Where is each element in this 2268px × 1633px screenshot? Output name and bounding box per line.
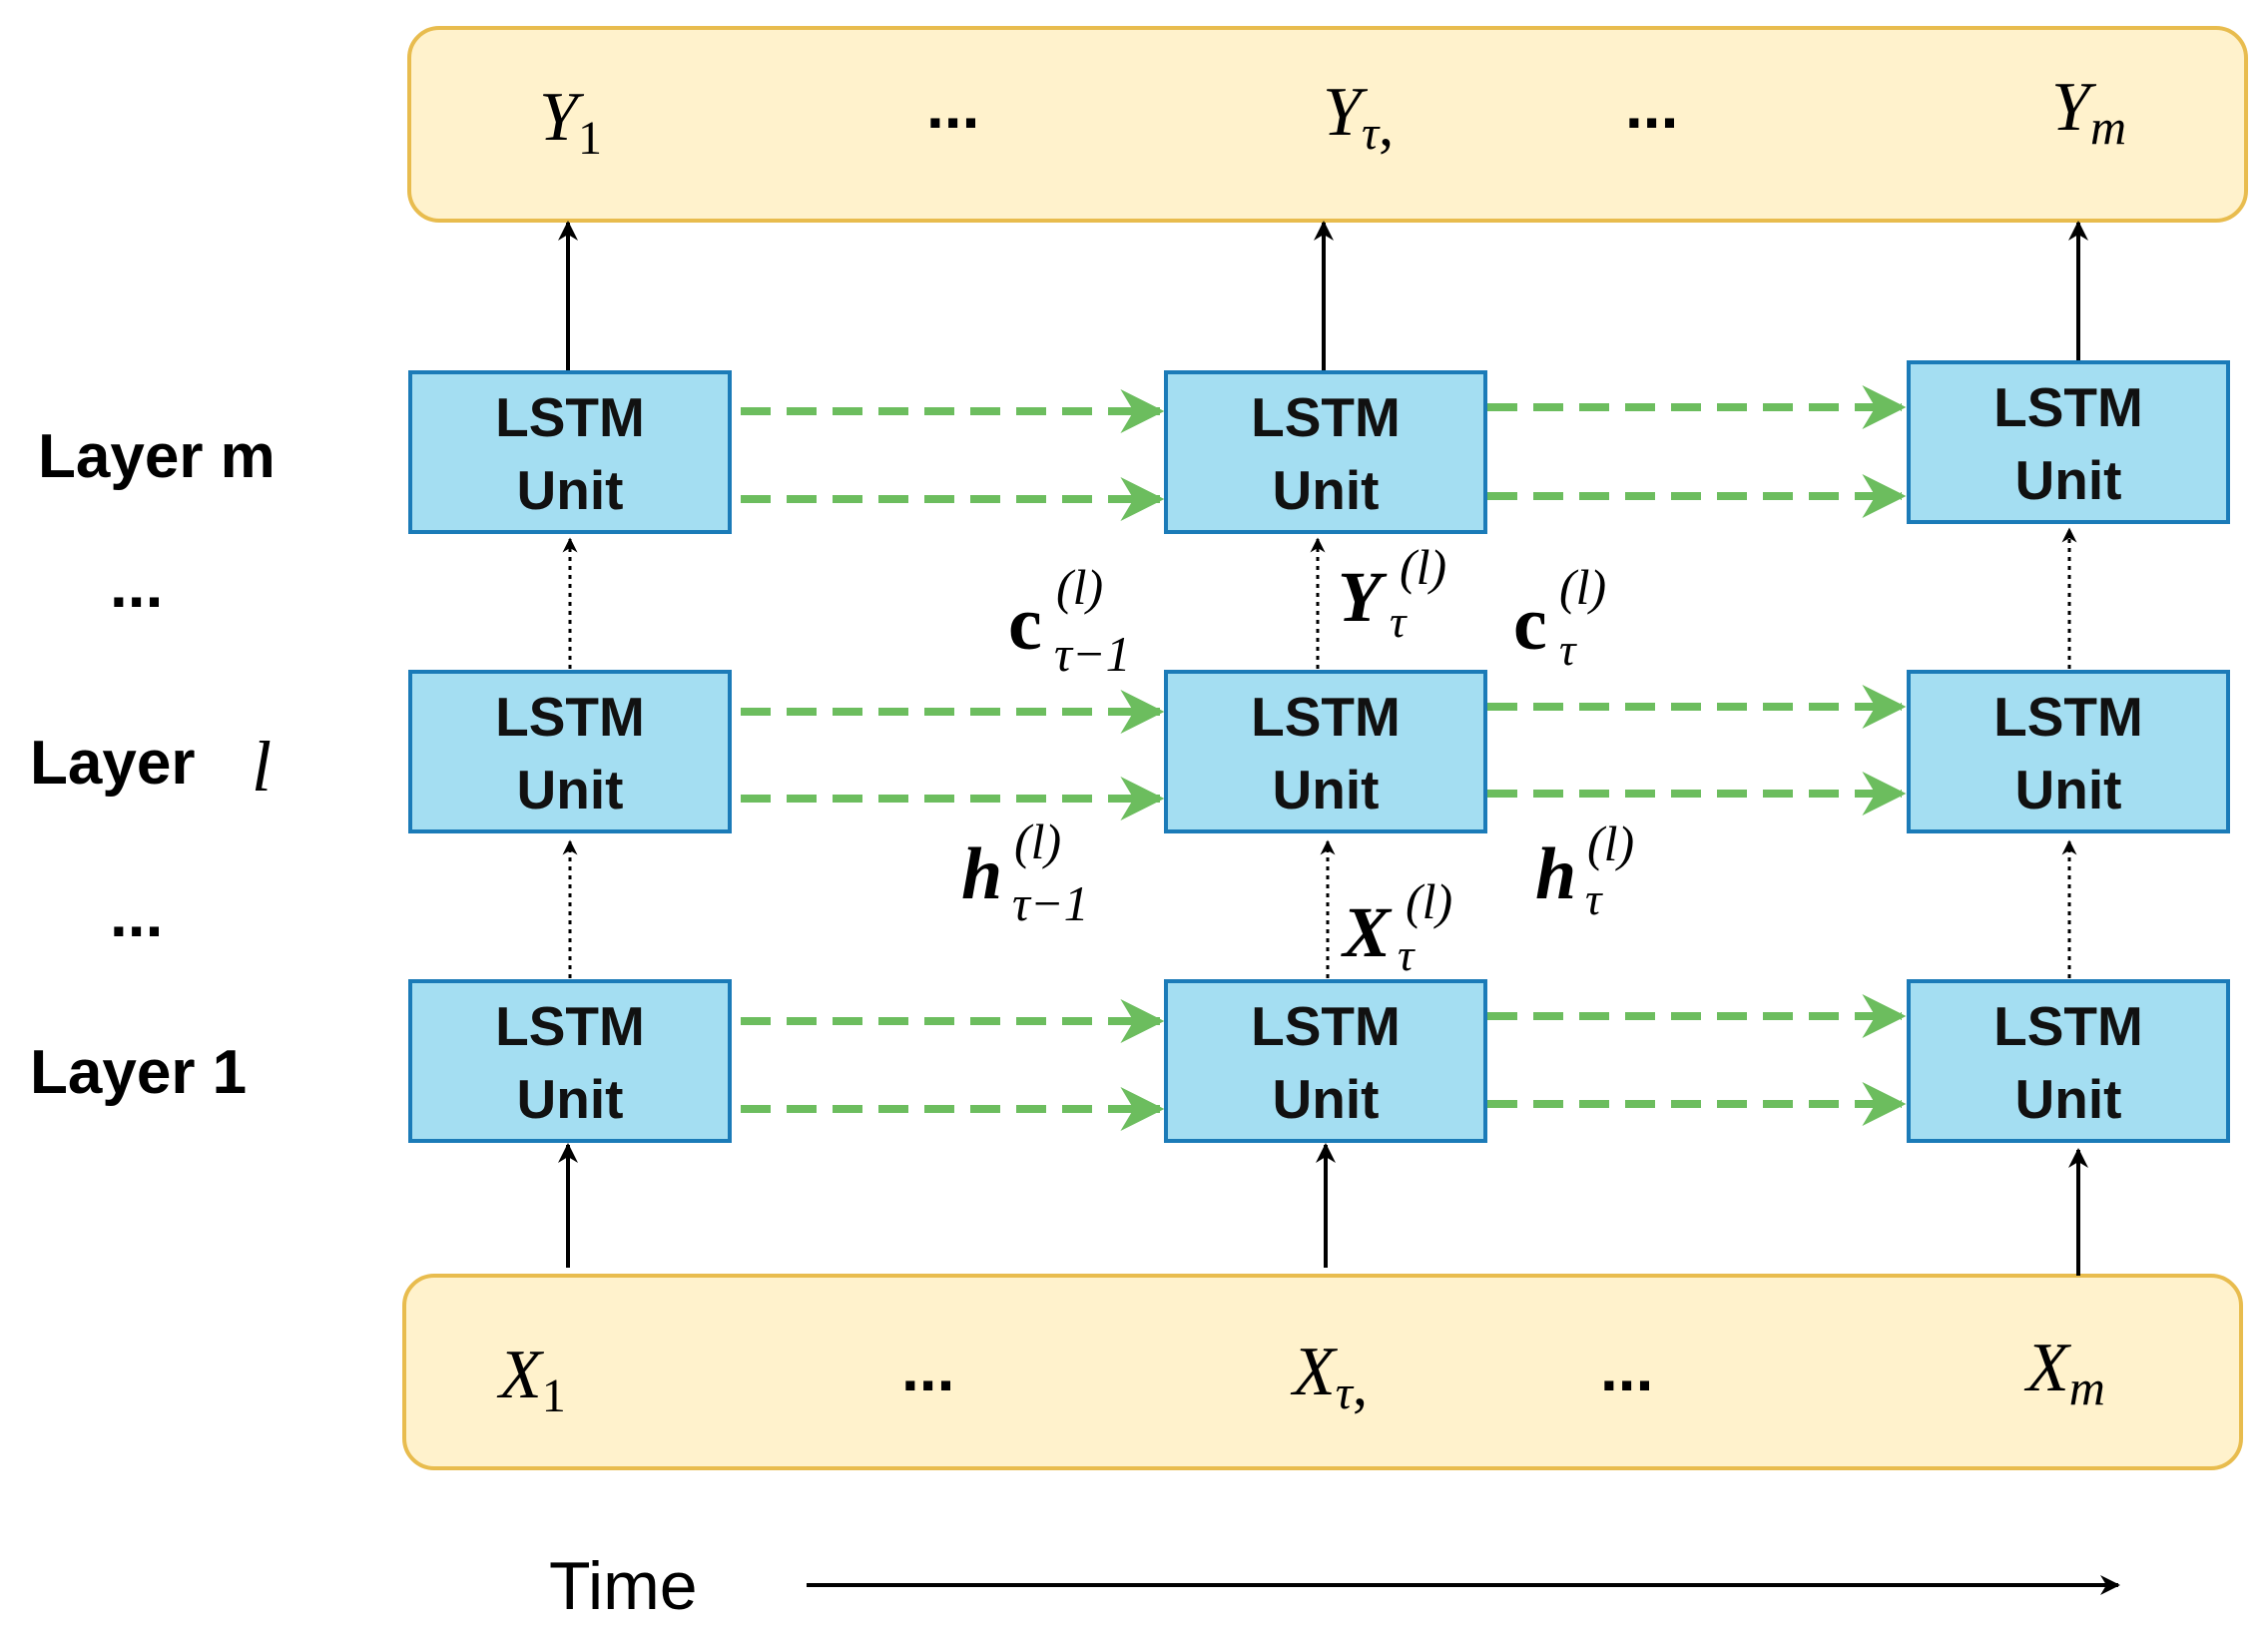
svg-text:LSTM: LSTM [1251, 386, 1401, 448]
svg-text:(l): (l) [1056, 559, 1103, 615]
svg-text:τ−1: τ−1 [1012, 875, 1089, 931]
svg-text:LSTM: LSTM [1251, 995, 1401, 1057]
lstm-units: LSTM Unit LSTM Unit LSTM Unit LSTM Unit … [408, 360, 2230, 1143]
cell-state-curr-label: c (l) τ [1513, 559, 1606, 675]
svg-text:LSTM: LSTM [1251, 686, 1401, 748]
layer-label-1: Layer 1 [30, 1038, 247, 1107]
svg-text:τ: τ [1585, 873, 1603, 924]
layer-symbol-l: l [252, 727, 272, 807]
input-label-1: X1 [496, 1337, 566, 1422]
layer-ellipsis-upper: ... [110, 549, 163, 621]
layer-output-label: Y (l) τ [1338, 539, 1446, 647]
layer-label-m: Layer m [38, 422, 276, 491]
output-labels: Y1 ... Yτ, ... Ym [539, 69, 2126, 165]
lstm-unit: LSTM Unit [1164, 670, 1487, 833]
svg-text:h: h [961, 833, 1002, 915]
svg-text:h: h [1535, 833, 1576, 915]
svg-text:Unit: Unit [517, 1068, 624, 1130]
layer-labels: Layer m ... Layer l ... Layer 1 [30, 422, 276, 1107]
svg-text:LSTM: LSTM [1993, 376, 2143, 438]
input-band [402, 1274, 2243, 1470]
svg-text:LSTM: LSTM [495, 386, 645, 448]
svg-text:τ−1: τ−1 [1054, 626, 1131, 682]
lstm-unit: LSTM Unit [1907, 360, 2230, 524]
svg-text:X: X [1341, 892, 1393, 972]
lstm-unit: LSTM Unit [1907, 670, 2230, 833]
output-label-1: Y1 [539, 79, 602, 165]
svg-text:c: c [1008, 582, 1042, 666]
recurrent-connections [741, 385, 1907, 1131]
output-label-m: Ym [2051, 69, 2126, 155]
cell-state-prev-label: c (l) τ−1 [1008, 559, 1131, 682]
input-ellipsis-2: ... [1600, 1333, 1653, 1404]
hidden-state-curr-label: h (l) τ [1535, 816, 1634, 924]
output-ellipsis-1: ... [926, 70, 979, 142]
svg-text:τ: τ [1398, 929, 1416, 980]
layer-input-label: X (l) τ [1341, 873, 1452, 980]
output-ellipsis-2: ... [1625, 70, 1678, 142]
input-ellipsis-1: ... [901, 1333, 954, 1404]
vertical-connections [558, 221, 2088, 1276]
svg-text:Unit: Unit [1273, 1068, 1380, 1130]
layer-label-l: Layer [30, 729, 195, 798]
time-label: Time [549, 1548, 698, 1624]
svg-text:(l): (l) [1559, 559, 1606, 615]
svg-text:Unit: Unit [517, 459, 624, 521]
svg-text:(l): (l) [1014, 814, 1061, 869]
lstm-unit: LSTM Unit [408, 370, 732, 534]
svg-text:(l): (l) [1400, 539, 1446, 595]
lstm-unit: LSTM Unit [1907, 979, 2230, 1143]
lstm-unit: LSTM Unit [408, 979, 732, 1143]
svg-text:(l): (l) [1406, 873, 1452, 929]
input-label-m: Xm [2023, 1330, 2105, 1415]
lstm-unit: LSTM Unit [1164, 979, 1487, 1143]
svg-text:Unit: Unit [2015, 759, 2122, 820]
svg-text:Unit: Unit [1273, 759, 1380, 820]
svg-text:LSTM: LSTM [1993, 995, 2143, 1057]
svg-text:Unit: Unit [2015, 1068, 2122, 1130]
svg-text:Unit: Unit [2015, 449, 2122, 511]
svg-text:(l): (l) [1587, 816, 1634, 871]
svg-text:τ: τ [1559, 624, 1577, 675]
layer-ellipsis-lower: ... [110, 878, 163, 950]
lstm-unit: LSTM Unit [1164, 370, 1487, 534]
hidden-state-prev-label: h (l) τ−1 [961, 814, 1089, 931]
svg-text:Unit: Unit [517, 759, 624, 820]
time-axis: Time [549, 1548, 2120, 1624]
svg-text:τ: τ [1390, 596, 1408, 647]
svg-text:Y: Y [1338, 557, 1388, 637]
svg-text:c: c [1513, 582, 1547, 666]
output-label-tau: Yτ, [1323, 74, 1394, 160]
lstm-unit: LSTM Unit [408, 670, 732, 833]
svg-text:LSTM: LSTM [495, 995, 645, 1057]
svg-text:Unit: Unit [1273, 459, 1380, 521]
svg-text:LSTM: LSTM [495, 686, 645, 748]
input-label-tau: Xτ, [1290, 1334, 1368, 1419]
input-labels: X1 ... Xτ, ... Xm [496, 1330, 2105, 1422]
svg-text:LSTM: LSTM [1993, 686, 2143, 748]
state-annotations: c (l) τ−1 Y (l) τ c (l) τ h (l) τ−1 X (l… [961, 539, 1634, 980]
